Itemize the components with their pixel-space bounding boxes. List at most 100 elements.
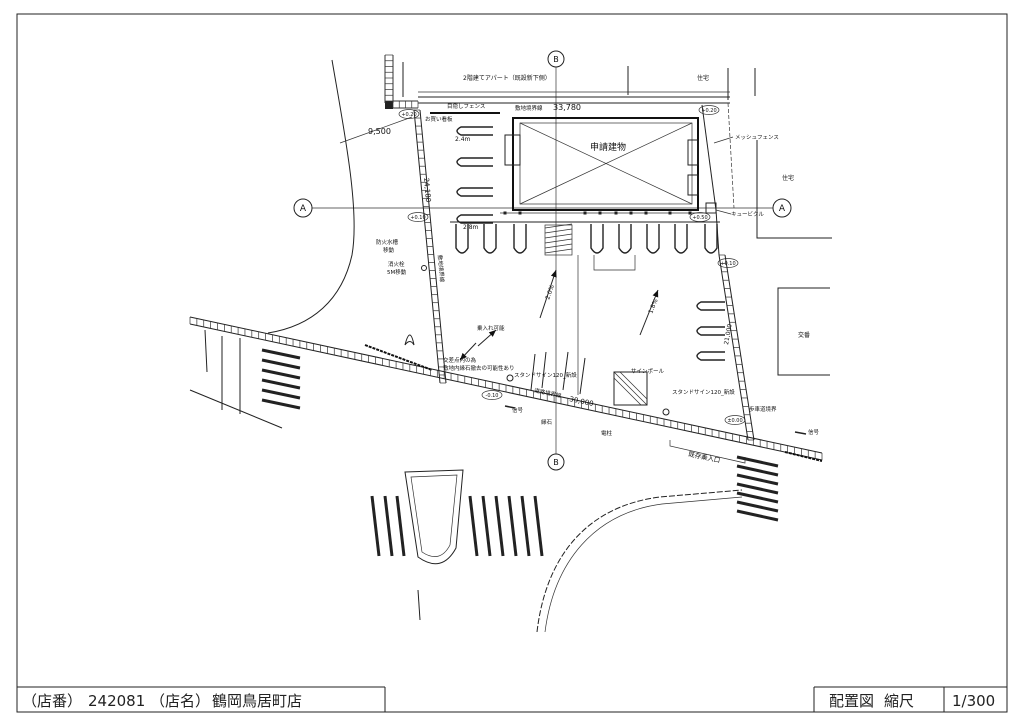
parking-stall — [455, 224, 469, 254]
entry-ok-label: 乗入れ可能 — [477, 324, 505, 332]
sign-pole-diagonal-3 — [613, 377, 642, 406]
pedestrian-hatch-line — [544, 233, 573, 239]
pedestrian-hatch-line — [544, 223, 573, 229]
sign-board-label: お買い看板 — [425, 115, 453, 123]
hydrant-note: 5M移動 — [387, 268, 407, 276]
road-curb-strip-right — [784, 451, 823, 462]
bollard — [668, 211, 672, 215]
aisle-width-lower: 2.8m — [463, 224, 479, 231]
level-marker — [398, 109, 420, 119]
crosswalk-stripe — [494, 495, 505, 557]
sign-pole-base — [613, 371, 648, 406]
lot-dimension-box — [593, 255, 636, 271]
crosswalk-stripe — [261, 368, 301, 380]
curb-label: 縁石 — [541, 418, 553, 426]
right-boundary-upper — [701, 104, 717, 211]
entry-arrow-out — [459, 342, 477, 361]
pedestrian-hatch-line — [544, 248, 573, 254]
road-lower-left-edge — [189, 389, 283, 429]
entry-arrow-in — [477, 329, 497, 347]
axis-a-left-bubble — [293, 198, 313, 218]
intersection-note-line2: 敷地内縁石撤去の可能性あり — [443, 364, 515, 372]
building-annex-right-2 — [687, 174, 699, 196]
signal-label-right: 信号 — [808, 428, 820, 436]
top-boundary-dimension: 33,780 — [553, 103, 581, 112]
cubicle-leader — [715, 209, 732, 215]
hydrant-symbol — [421, 265, 427, 271]
fire-tank-symbol — [404, 334, 415, 346]
sign-pole-diagonal-1 — [613, 371, 648, 406]
mesh-fence-leader — [713, 136, 734, 144]
corner-marker — [385, 101, 393, 109]
road-edges — [189, 59, 823, 633]
building-annex-left — [504, 134, 521, 166]
crosswalk-stripe — [261, 388, 301, 400]
bollard — [503, 211, 507, 215]
intersection-note-line1: 交差点内の為 — [443, 356, 477, 364]
annotations: 9,500 敷地境界線 33,780 目隠しフェンス お買い看板 メッシュフェン… — [368, 102, 820, 465]
house-right-outline — [756, 140, 832, 239]
sign-pole-label: サインポール — [631, 368, 665, 375]
slope-arrow-right — [639, 289, 659, 336]
scale-value: 1/300 — [952, 692, 995, 710]
parking-stall — [483, 224, 497, 254]
level-marker — [689, 212, 711, 222]
parking-stall — [696, 326, 725, 336]
axis-b-top-bubble — [547, 50, 565, 68]
crosswalk-stripe — [533, 495, 544, 557]
slanted-stall-1 — [530, 353, 536, 391]
median-island-inner — [410, 474, 458, 557]
parking-stall — [456, 126, 493, 136]
bollard — [644, 211, 648, 215]
signal-mark — [504, 405, 516, 409]
right-boundary-fence — [727, 102, 735, 209]
stand-sign-2 — [662, 408, 670, 416]
level-marker-value: +0.20 — [701, 108, 716, 114]
site-boundary — [339, 91, 735, 211]
crosswalk-stripe — [507, 495, 518, 557]
drawing-type: 配置図 — [829, 692, 874, 710]
police-box-label: 交番 — [798, 331, 810, 339]
parking-stall — [618, 224, 632, 254]
crosswalk-stripe — [481, 495, 492, 557]
building-label: 申請建物 — [590, 141, 626, 153]
crosswalk-stripe — [736, 473, 779, 486]
generated-plan-elements — [189, 54, 823, 557]
store-name-label: （店名） — [150, 692, 210, 710]
apartment-label: 2階建てアパート（既設新下側） — [463, 74, 551, 82]
crosswalk-stripe — [736, 455, 779, 468]
crosswalk-stripe — [261, 398, 301, 410]
slanted-stall-3 — [562, 351, 569, 391]
bollard — [614, 211, 618, 215]
sidewalk-edge-label: 歩車道境界 — [749, 405, 777, 413]
parking-stall — [456, 214, 493, 224]
sheet-frame — [16, 13, 1008, 713]
crosswalk-stripe — [736, 482, 779, 495]
blind-fence-label: 目隠しフェンス — [447, 102, 485, 110]
outer-border — [16, 13, 1008, 713]
bottom-right-road-curve — [536, 489, 743, 633]
level-marker — [407, 212, 429, 222]
bottom-right-road-curve-inner — [544, 496, 743, 633]
house-top-label: 住宅 — [697, 74, 709, 82]
level-marker-value: ±0.00 — [727, 418, 742, 424]
pedestrian-hatch-line — [544, 238, 573, 244]
top-boundary-label: 敷地境界線 — [515, 104, 543, 112]
level-marker-value: +0.50 — [692, 215, 707, 221]
level-marker — [481, 390, 503, 400]
title-block: （店番） 242081 （店名） 鶴岡鳥居町店 配置図 縮尺 1/300 — [22, 692, 995, 710]
proposed-building: 申請建物 — [450, 117, 720, 223]
utility-pole-label: 電柱 — [601, 429, 613, 437]
crosswalk-stripe — [370, 495, 381, 557]
stand-sign-1 — [506, 374, 514, 382]
fire-tank-note: 移動 — [383, 246, 395, 254]
crosswalk-stripe — [383, 495, 394, 557]
bollard — [583, 211, 587, 215]
level-marker-value: +0.10 — [410, 215, 425, 221]
crosswalk-stripe — [261, 378, 301, 390]
road-stall-line-1 — [204, 329, 208, 373]
bollard — [598, 211, 602, 215]
axis-a-right-bubble — [772, 198, 792, 218]
crosswalk-stripe — [261, 348, 301, 360]
signal-mark — [794, 431, 807, 435]
